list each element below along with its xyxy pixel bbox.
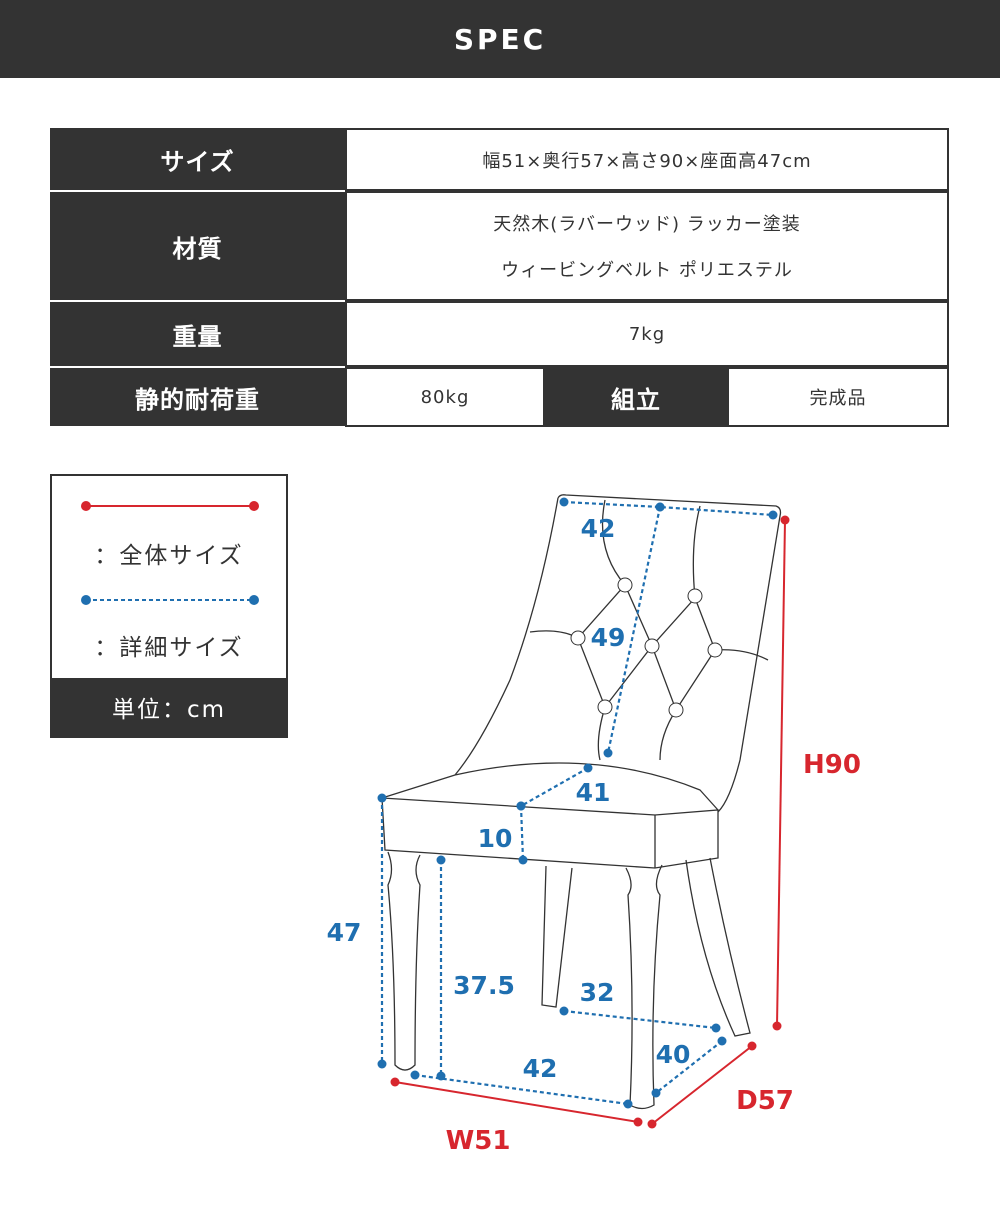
endpoint-dot xyxy=(518,855,528,865)
endpoint-dot xyxy=(780,515,790,525)
endpoint-dot xyxy=(410,1070,420,1080)
endpoint-dot xyxy=(583,763,593,773)
under-seat-height-label: 37.5 xyxy=(453,971,515,1000)
leg-width-label: 42 xyxy=(523,1054,558,1083)
endpoint-dot xyxy=(559,497,569,507)
endpoint-dot xyxy=(559,1006,569,1016)
overall-height-line xyxy=(772,515,790,1031)
endpoint-dot xyxy=(633,1117,643,1127)
endpoint-dot xyxy=(747,1041,757,1051)
detail-labels: 42 49 41 10 47 37.5 32 42 40 xyxy=(327,514,691,1083)
back-width-label: 42 xyxy=(581,514,616,543)
tuft-button xyxy=(597,699,613,715)
tuft-button xyxy=(707,642,723,658)
dimension-lines xyxy=(377,497,790,1129)
weight-value: 7kg xyxy=(345,301,949,367)
seat-height-line xyxy=(377,793,387,1069)
seat-depth-label: 41 xyxy=(576,778,611,807)
under-seat-height-line xyxy=(436,855,446,1081)
back-leg-width-line xyxy=(559,1006,721,1033)
assembly-label: 組立 xyxy=(545,367,727,427)
overall-depth-label: D57 xyxy=(736,1086,794,1116)
endpoint-dot xyxy=(651,1088,661,1098)
size-value: 幅51×奥行57×高さ90×座面高47cm xyxy=(345,128,949,191)
back-leg-width-label: 32 xyxy=(580,978,615,1007)
legend-unit: 単位：cm xyxy=(52,678,286,736)
spec-header: SPEC xyxy=(0,0,1000,78)
endpoint-dot xyxy=(772,1021,782,1031)
back-height-label: 49 xyxy=(591,623,626,652)
endpoint-dot xyxy=(377,793,387,803)
tuft-button xyxy=(617,577,633,593)
static-load-value: 80kg xyxy=(345,367,545,427)
endpoint-dot xyxy=(711,1023,721,1033)
endpoint-dot xyxy=(647,1119,657,1129)
legend-detail-label: ：詳細サイズ xyxy=(94,635,244,661)
weight-label: 重量 xyxy=(50,302,345,366)
endpoint-dot xyxy=(516,801,526,811)
header-title: SPEC xyxy=(453,22,547,56)
endpoint-dot xyxy=(390,1077,400,1087)
leg-width-line xyxy=(410,1070,633,1109)
detail-line-sample xyxy=(81,595,259,605)
overall-height-label: H90 xyxy=(803,750,861,780)
endpoint-dot xyxy=(436,855,446,865)
endpoint-dot xyxy=(768,510,778,520)
back-height-line xyxy=(603,502,665,758)
seat-thickness-line xyxy=(516,801,528,865)
tuft-button xyxy=(570,630,586,646)
legend-overall-label: ：全体サイズ xyxy=(94,543,244,569)
seat-thickness-label: 10 xyxy=(478,824,513,853)
material-line-2: ウィービングベルト ポリエステル xyxy=(501,260,793,281)
size-label: サイズ xyxy=(50,128,345,190)
overall-labels: H90 W51 D57 xyxy=(446,750,861,1156)
leg-depth-line xyxy=(651,1036,727,1098)
tuft-button xyxy=(687,588,703,604)
tuft-button xyxy=(644,638,660,654)
endpoint-dot xyxy=(377,1059,387,1069)
material-value: 天然木(ラバーウッド) ラッカー塗装 ウィービングベルト ポリエステル xyxy=(345,191,949,301)
legend-lines xyxy=(81,501,259,605)
tuft-button xyxy=(668,702,684,718)
seat-height-label: 47 xyxy=(327,918,362,947)
material-label: 材質 xyxy=(50,192,345,300)
legend-box: ：全体サイズ ：詳細サイズ 単位：cm xyxy=(50,474,288,738)
endpoint-dot xyxy=(655,502,665,512)
overall-line-sample xyxy=(81,501,259,511)
endpoint-dot xyxy=(603,748,613,758)
chair-outline xyxy=(381,494,782,1110)
overall-depth-line xyxy=(647,1041,757,1129)
leg-depth-label: 40 xyxy=(656,1040,691,1069)
overall-width-line xyxy=(390,1077,643,1127)
endpoint-dot xyxy=(717,1036,727,1046)
overall-width-label: W51 xyxy=(446,1126,511,1156)
material-line-1: 天然木(ラバーウッド) ラッカー塗装 xyxy=(493,214,801,235)
endpoint-dot xyxy=(623,1099,633,1109)
static-load-label: 静的耐荷重 xyxy=(50,368,345,426)
assembly-value: 完成品 xyxy=(727,367,949,427)
